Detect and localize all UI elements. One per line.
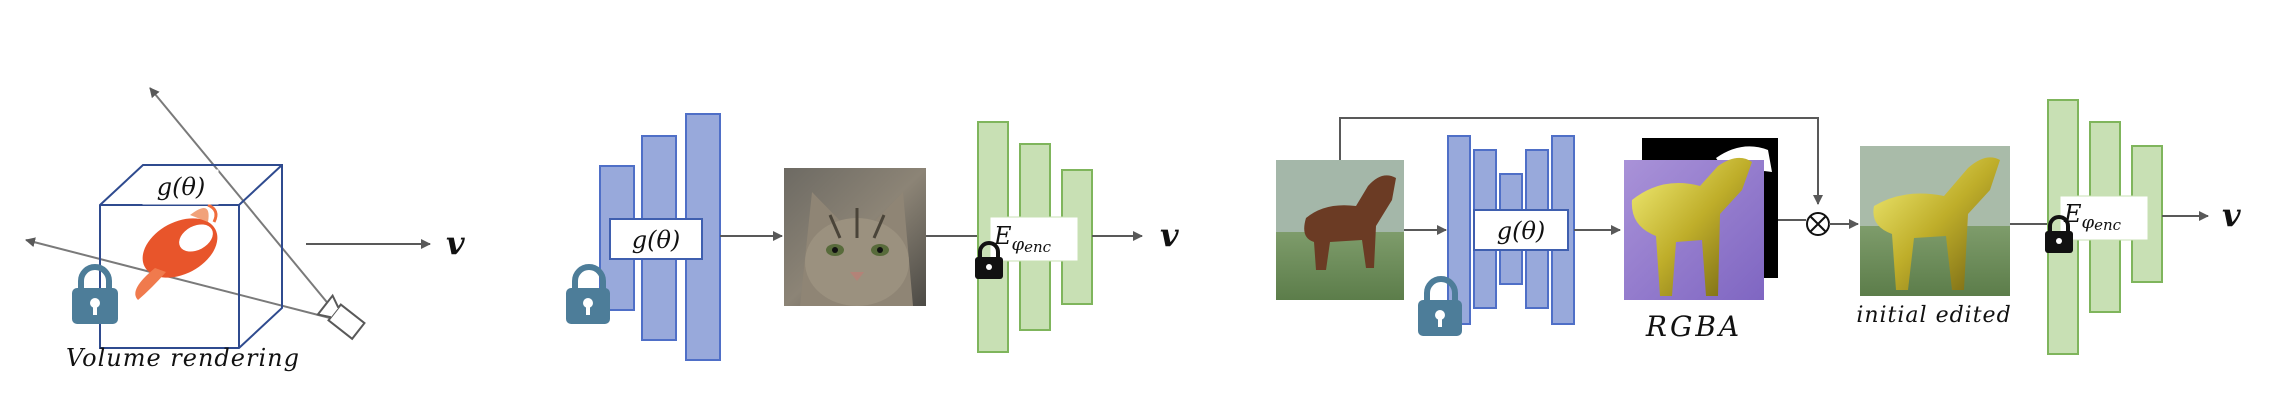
cube-icon (99, 164, 283, 349)
unet-generator-label-box (1473, 209, 1569, 251)
panel-editing-pipeline: g(θ) RGBA ⊗ (1276, 99, 2241, 355)
horse-image (1276, 160, 1404, 300)
lock-icon (1418, 276, 1462, 336)
cat-image (784, 168, 926, 306)
encoder-label-subsub: enc (1024, 238, 1052, 256)
camera-ray-top (149, 87, 341, 319)
initial-edited-image (1860, 146, 2010, 296)
encoder-label: Eφenc (993, 222, 1052, 256)
cube-label-box (142, 169, 219, 205)
multiply-icon (1806, 212, 1830, 236)
encoder-label-sub: φ (1012, 234, 1025, 255)
cube-label: g(θ) (157, 173, 206, 201)
koi-fish-icon (135, 203, 218, 300)
lock-icon (566, 264, 610, 324)
rgba-output-images (1624, 138, 1778, 300)
lock-icon (975, 241, 1003, 279)
skip-connection-line (1339, 117, 1823, 205)
encoder-label-box-2 (2059, 195, 2149, 241)
encoder-label-main: E (993, 222, 1012, 250)
lock-icon (2045, 215, 2073, 253)
volume-rendering-caption: Volume rendering (66, 344, 300, 372)
camera-ray-left (25, 237, 331, 319)
generator-label: g(θ) (632, 226, 681, 254)
camera-icon (316, 293, 366, 341)
panel-volume-rendering: g(θ) Volume rendering v (25, 87, 465, 372)
lock-icon (72, 264, 118, 324)
encoder-label-subsub-2: enc (2094, 216, 2122, 234)
initial-edited-caption: initial edited (1856, 303, 2011, 328)
panel3-output-label: v (2222, 196, 2241, 234)
panel1-output-label: v (446, 224, 465, 262)
generator-label-box (609, 218, 703, 260)
encoder-label-box (989, 216, 1079, 262)
panel2-output-label: v (1160, 216, 1179, 254)
encoder-label-sub-2: φ (2082, 212, 2095, 233)
rgba-caption: RGBA (1645, 310, 1742, 343)
unet-generator-label: g(θ) (1497, 217, 1546, 245)
panel-generator-encoder: g(θ) Eφen (566, 113, 1179, 361)
